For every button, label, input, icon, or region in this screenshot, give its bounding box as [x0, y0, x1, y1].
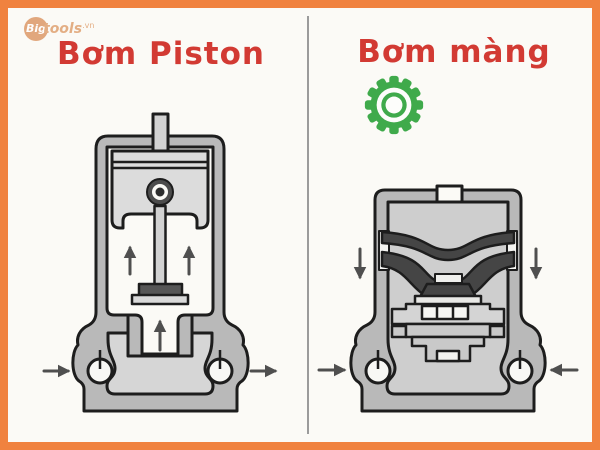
wrist-pin [146, 178, 174, 206]
rod-foot-valve [130, 282, 190, 306]
flow-arrows [317, 247, 579, 377]
diaphragm-pump-diagram [317, 184, 579, 413]
right-panel-title: Bơm màng [357, 34, 551, 70]
diaphragm-upper [380, 230, 516, 262]
logo-suffix: .vn [82, 21, 95, 30]
logo-circle: Big [24, 17, 48, 41]
gear-icon [364, 75, 424, 135]
left-panel-title: Bơm Piston [56, 36, 265, 72]
diaphragm-inset [434, 273, 463, 284]
top-port-notch [435, 184, 464, 205]
check-valves [86, 350, 234, 385]
check-valves [364, 350, 534, 385]
piston-rings [112, 160, 208, 170]
piston-rod-top [151, 112, 170, 156]
flow-arrows [42, 245, 278, 378]
diaphragm-lower [380, 250, 516, 303]
piston-rod-bottom [153, 204, 167, 288]
vertical-divider [307, 16, 309, 434]
valve-stack [390, 294, 506, 363]
bigtools-watermark-logo: Big tools .vn [24, 17, 94, 41]
logo-text: tools [43, 21, 83, 37]
piston-pump-diagram [42, 112, 278, 413]
